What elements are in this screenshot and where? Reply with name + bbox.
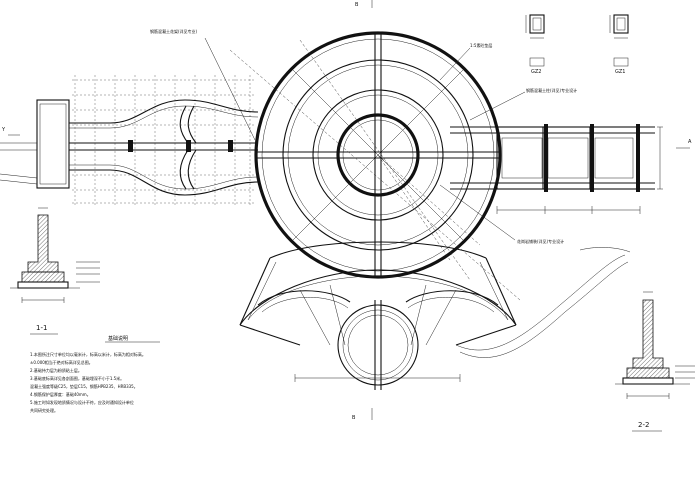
callouts: 钢筋混凝土花架(详见专业) 1:5素砼垫层 钢筋混凝土柱(详见)专业设计 花岗岩… [150, 28, 577, 244]
notes-line-8: 共同研究处理。 [30, 407, 58, 413]
column-detail-gz2: GZ2 [525, 14, 545, 75]
circular-plaza [229, 31, 521, 301]
axis-markers: B B Y A [1, 0, 692, 421]
box-caption-gz2: GZ2 [531, 69, 541, 75]
notes-block: 基础说明 1.本图所注尺寸单位均以毫米计，标高以米计，标高为相对标高。 ±0.0… [30, 335, 160, 413]
notes-line-6: 4.钢筋保护层厚度：基础40mm。 [30, 391, 91, 397]
right-pergola [450, 124, 663, 214]
notes-line-7: 5.施工时如发现地质情况与设计不符，应及时通知设计单位 [30, 399, 134, 405]
axis-label-top: B [355, 2, 359, 8]
notes-line-5: 混凝土强度等级C25，垫层C15，钢筋HPB235、HRB335。 [30, 383, 138, 389]
section-label-1-1: 1-1 [36, 324, 47, 332]
small-circle [294, 300, 461, 390]
grid-lines [72, 75, 255, 205]
axis-label-right: A [688, 139, 692, 145]
notes-line-2: ±0.000相当于绝对标高详见总图。 [30, 359, 93, 365]
column-detail-gz1: GZ1 [609, 14, 629, 75]
notes-line-1: 1.本图所注尺寸单位均以毫米计，标高以米计，标高为相对标高。 [30, 351, 146, 357]
callout-cushion: 1:5素砼垫层 [470, 42, 492, 48]
callout-paving: 花岗岩铺装(详见)专业设计 [517, 238, 564, 244]
section-2-2: 2-2 [615, 291, 695, 432]
section-1-1: 1-1 [10, 207, 100, 335]
curved-path [455, 247, 631, 358]
callout-pergola: 钢筋混凝土花架(详见专业) [150, 28, 198, 34]
axis-label-left: Y [1, 127, 6, 133]
callout-column: 钢筋混凝土柱(详见)专业设计 [526, 87, 577, 93]
section-label-2-2: 2-2 [638, 421, 649, 429]
lower-fan-plaza [239, 241, 517, 346]
axis-label-bottom: B [352, 415, 356, 421]
callout-leaders [204, 37, 526, 241]
notes-title: 基础说明 [108, 335, 128, 342]
box-caption-gz1: GZ1 [615, 69, 625, 75]
left-walkway [0, 99, 259, 196]
notes-line-4: 3.基础底标高详见各剖面图，基础埋深不小于1.5米。 [30, 375, 124, 381]
notes-line-3: 2.基础持力层为粉质粘土层。 [30, 367, 82, 373]
